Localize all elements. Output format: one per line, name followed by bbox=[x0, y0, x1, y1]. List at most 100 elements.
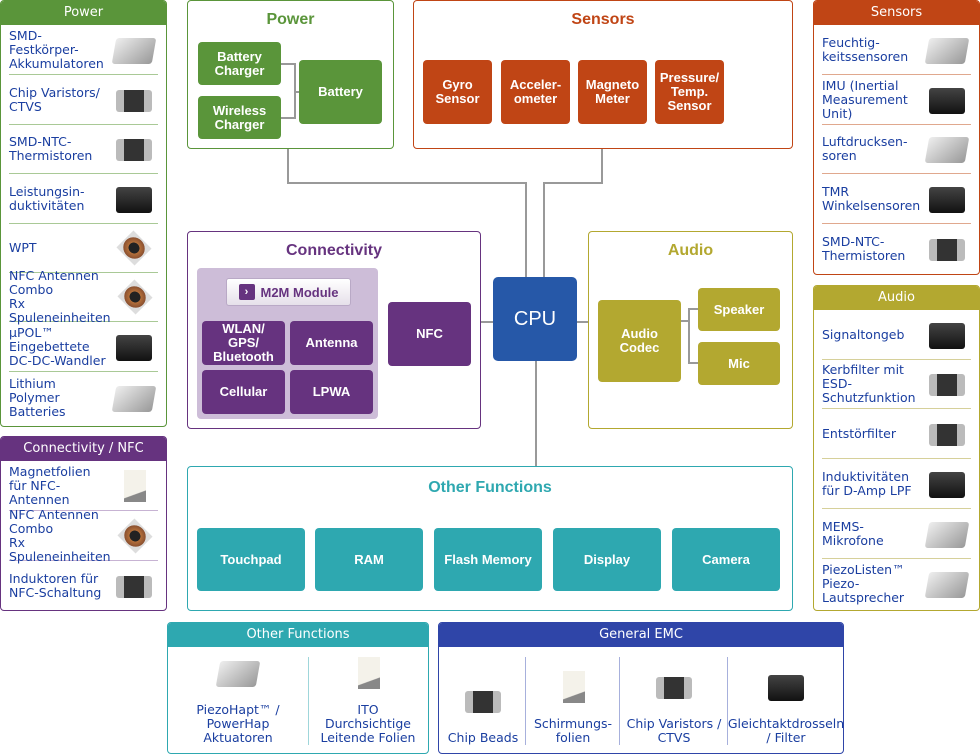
plate-component-image bbox=[923, 32, 971, 68]
product-item[interactable]: Gleichtaktdrosseln / Filter bbox=[727, 649, 844, 753]
other-function-tile[interactable]: Camera bbox=[672, 528, 780, 591]
product-label: WPT bbox=[9, 240, 37, 255]
chip-component-image bbox=[923, 416, 971, 452]
chip-component-image bbox=[110, 82, 158, 118]
product-item[interactable]: Schirmungs- folien bbox=[527, 649, 619, 753]
m2m-module-button[interactable]: › M2M Module bbox=[226, 278, 351, 306]
antenna-tile[interactable]: Antenna bbox=[290, 321, 373, 365]
product-label: PiezoListen™ Piezo-Lautsprecher bbox=[822, 561, 905, 605]
panel-header: Power bbox=[1, 1, 166, 25]
sensor-tile[interactable]: Acceler- ometer bbox=[501, 60, 570, 124]
panel-header: Other Functions bbox=[168, 623, 428, 647]
product-label: Schirmungs- folien bbox=[533, 716, 613, 745]
product-label: Magnetfolien für NFC- Antennen bbox=[9, 464, 91, 507]
product-item[interactable]: NFC Antennen Combo Rx Spuleneinheiten bbox=[9, 269, 159, 325]
panel-header: Audio bbox=[814, 286, 979, 310]
product-item[interactable]: NFC Antennen Combo Rx Spuleneinheiten bbox=[9, 508, 158, 564]
chip-component-image bbox=[923, 366, 971, 402]
block-title: Power bbox=[266, 11, 315, 28]
product-item[interactable]: IMU (Inertial Measurement Unit) bbox=[822, 76, 971, 125]
product-label: Signaltongeb bbox=[822, 327, 905, 342]
product-item[interactable]: Magnetfolien für NFC- Antennen bbox=[9, 462, 158, 511]
dark-component-image bbox=[110, 329, 158, 365]
sheet-component-image bbox=[549, 669, 597, 705]
product-item[interactable]: Kerbfilter mit ESD- Schutzfunktion bbox=[822, 360, 971, 409]
product-item[interactable]: Luftdrucksen- soren bbox=[822, 125, 971, 174]
product-item[interactable]: Chip Varistors / CTVS bbox=[621, 649, 727, 753]
product-item[interactable]: PiezoHapt™ / PowerHap Aktuatoren bbox=[170, 649, 306, 753]
product-label: µPOL™ Eingebettete DC-DC-Wandler bbox=[9, 325, 106, 368]
other-functions-products-panel: Other Functions PiezoHapt™ / PowerHap Ak… bbox=[167, 622, 429, 754]
battery-charger-tile[interactable]: Battery Charger bbox=[198, 42, 281, 85]
product-item[interactable]: Signaltongeb bbox=[822, 311, 971, 360]
product-item[interactable]: Entstörfilter bbox=[822, 410, 971, 459]
plate-component-image bbox=[923, 131, 971, 167]
coil-component-image bbox=[111, 279, 159, 315]
product-item[interactable]: TMR Winkelsensoren bbox=[822, 175, 971, 224]
cellular-tile[interactable]: Cellular bbox=[202, 370, 285, 414]
chip-component-image bbox=[923, 231, 971, 267]
product-label: SMD-Festkörper- Akkumulatoren bbox=[9, 28, 104, 71]
coil-component-image bbox=[110, 230, 158, 266]
sensor-tile[interactable]: Pressure/ Temp. Sensor bbox=[655, 60, 724, 124]
plate-component-image bbox=[923, 516, 971, 552]
product-item[interactable]: Chip Beads bbox=[441, 649, 525, 753]
product-item[interactable]: Feuchtig- keitssensoren bbox=[822, 26, 971, 75]
other-function-tile[interactable]: Display bbox=[553, 528, 661, 591]
product-label: Gleichtaktdrosseln / Filter bbox=[727, 716, 844, 745]
battery-tile[interactable]: Battery bbox=[299, 60, 382, 124]
block-title: Other Functions bbox=[428, 479, 552, 496]
wireless-charger-tile[interactable]: Wireless Charger bbox=[198, 96, 281, 139]
product-item[interactable]: SMD-Festkörper- Akkumulatoren bbox=[9, 26, 158, 75]
chip-component-image bbox=[650, 669, 698, 705]
dark-component-image bbox=[923, 181, 971, 217]
product-item[interactable]: MEMS- Mikrofone bbox=[822, 510, 971, 559]
product-label: Kerbfilter mit ESD- Schutzfunktion bbox=[822, 362, 916, 405]
sensor-tile[interactable]: Gyro Sensor bbox=[423, 60, 492, 124]
mic-tile[interactable]: Mic bbox=[698, 342, 780, 385]
block-title: Sensors bbox=[571, 11, 635, 28]
dark-component-image bbox=[923, 466, 971, 502]
product-label: Chip Beads bbox=[447, 730, 519, 745]
product-label: Leistungsin- duktivitäten bbox=[9, 184, 85, 213]
plate-component-image bbox=[214, 655, 262, 691]
m2m-group: › M2M Module WLAN/ GPS/ Bluetooth Antenn… bbox=[197, 268, 378, 419]
cpu-tile[interactable]: CPU bbox=[493, 277, 577, 361]
product-item[interactable]: PiezoListen™ Piezo-Lautsprecher bbox=[822, 559, 971, 608]
chevron-right-icon: › bbox=[238, 284, 255, 300]
product-item[interactable]: Lithium Polymer Batteries bbox=[9, 373, 158, 422]
sensor-tile[interactable]: Magneto Meter bbox=[578, 60, 647, 124]
product-item[interactable]: Induktivitäten für D-Amp LPF bbox=[822, 460, 971, 509]
other-function-tile[interactable]: Flash Memory bbox=[434, 528, 542, 591]
other-function-tile[interactable]: RAM bbox=[315, 528, 423, 591]
other-function-tile[interactable]: Touchpad bbox=[197, 528, 305, 591]
product-item[interactable]: Leistungsin- duktivitäten bbox=[9, 175, 158, 224]
speaker-tile[interactable]: Speaker bbox=[698, 288, 780, 331]
block-title: Audio bbox=[667, 242, 714, 259]
product-item[interactable]: Induktoren für NFC-Schaltung bbox=[9, 561, 158, 610]
wlan-gps-bluetooth-tile[interactable]: WLAN/ GPS/ Bluetooth bbox=[202, 321, 285, 365]
connectivity-block: Connectivity › M2M Module WLAN/ GPS/ Blu… bbox=[187, 231, 481, 429]
product-item[interactable]: Chip Varistors/ CTVS bbox=[9, 76, 158, 125]
dark-component-image bbox=[923, 317, 971, 353]
product-label: Lithium Polymer Batteries bbox=[9, 375, 66, 419]
audio-codec-tile[interactable]: Audio Codec bbox=[598, 300, 681, 382]
power-block: Power Battery Charger Wireless Charger B… bbox=[187, 0, 394, 149]
nfc-tile[interactable]: NFC bbox=[388, 302, 471, 366]
product-item[interactable]: WPT bbox=[9, 224, 158, 273]
lpwa-tile[interactable]: LPWA bbox=[290, 370, 373, 414]
plate-component-image bbox=[923, 566, 971, 602]
plate-component-image bbox=[110, 380, 158, 416]
product-item[interactable]: SMD-NTC- Thermistoren bbox=[822, 224, 971, 273]
product-item[interactable]: µPOL™ Eingebettete DC-DC-Wandler bbox=[9, 323, 158, 372]
product-item[interactable]: ITO Durchsichtige Leitende Folien bbox=[310, 649, 426, 753]
product-label: Chip Varistors / CTVS bbox=[626, 716, 722, 745]
product-label: SMD-NTC- Thermistoren bbox=[822, 233, 906, 263]
product-label: Induktivitäten für D-Amp LPF bbox=[822, 469, 912, 498]
m2m-module-label: M2M Module bbox=[260, 284, 339, 300]
product-item[interactable]: SMD-NTC- Thermistoren bbox=[9, 125, 158, 174]
